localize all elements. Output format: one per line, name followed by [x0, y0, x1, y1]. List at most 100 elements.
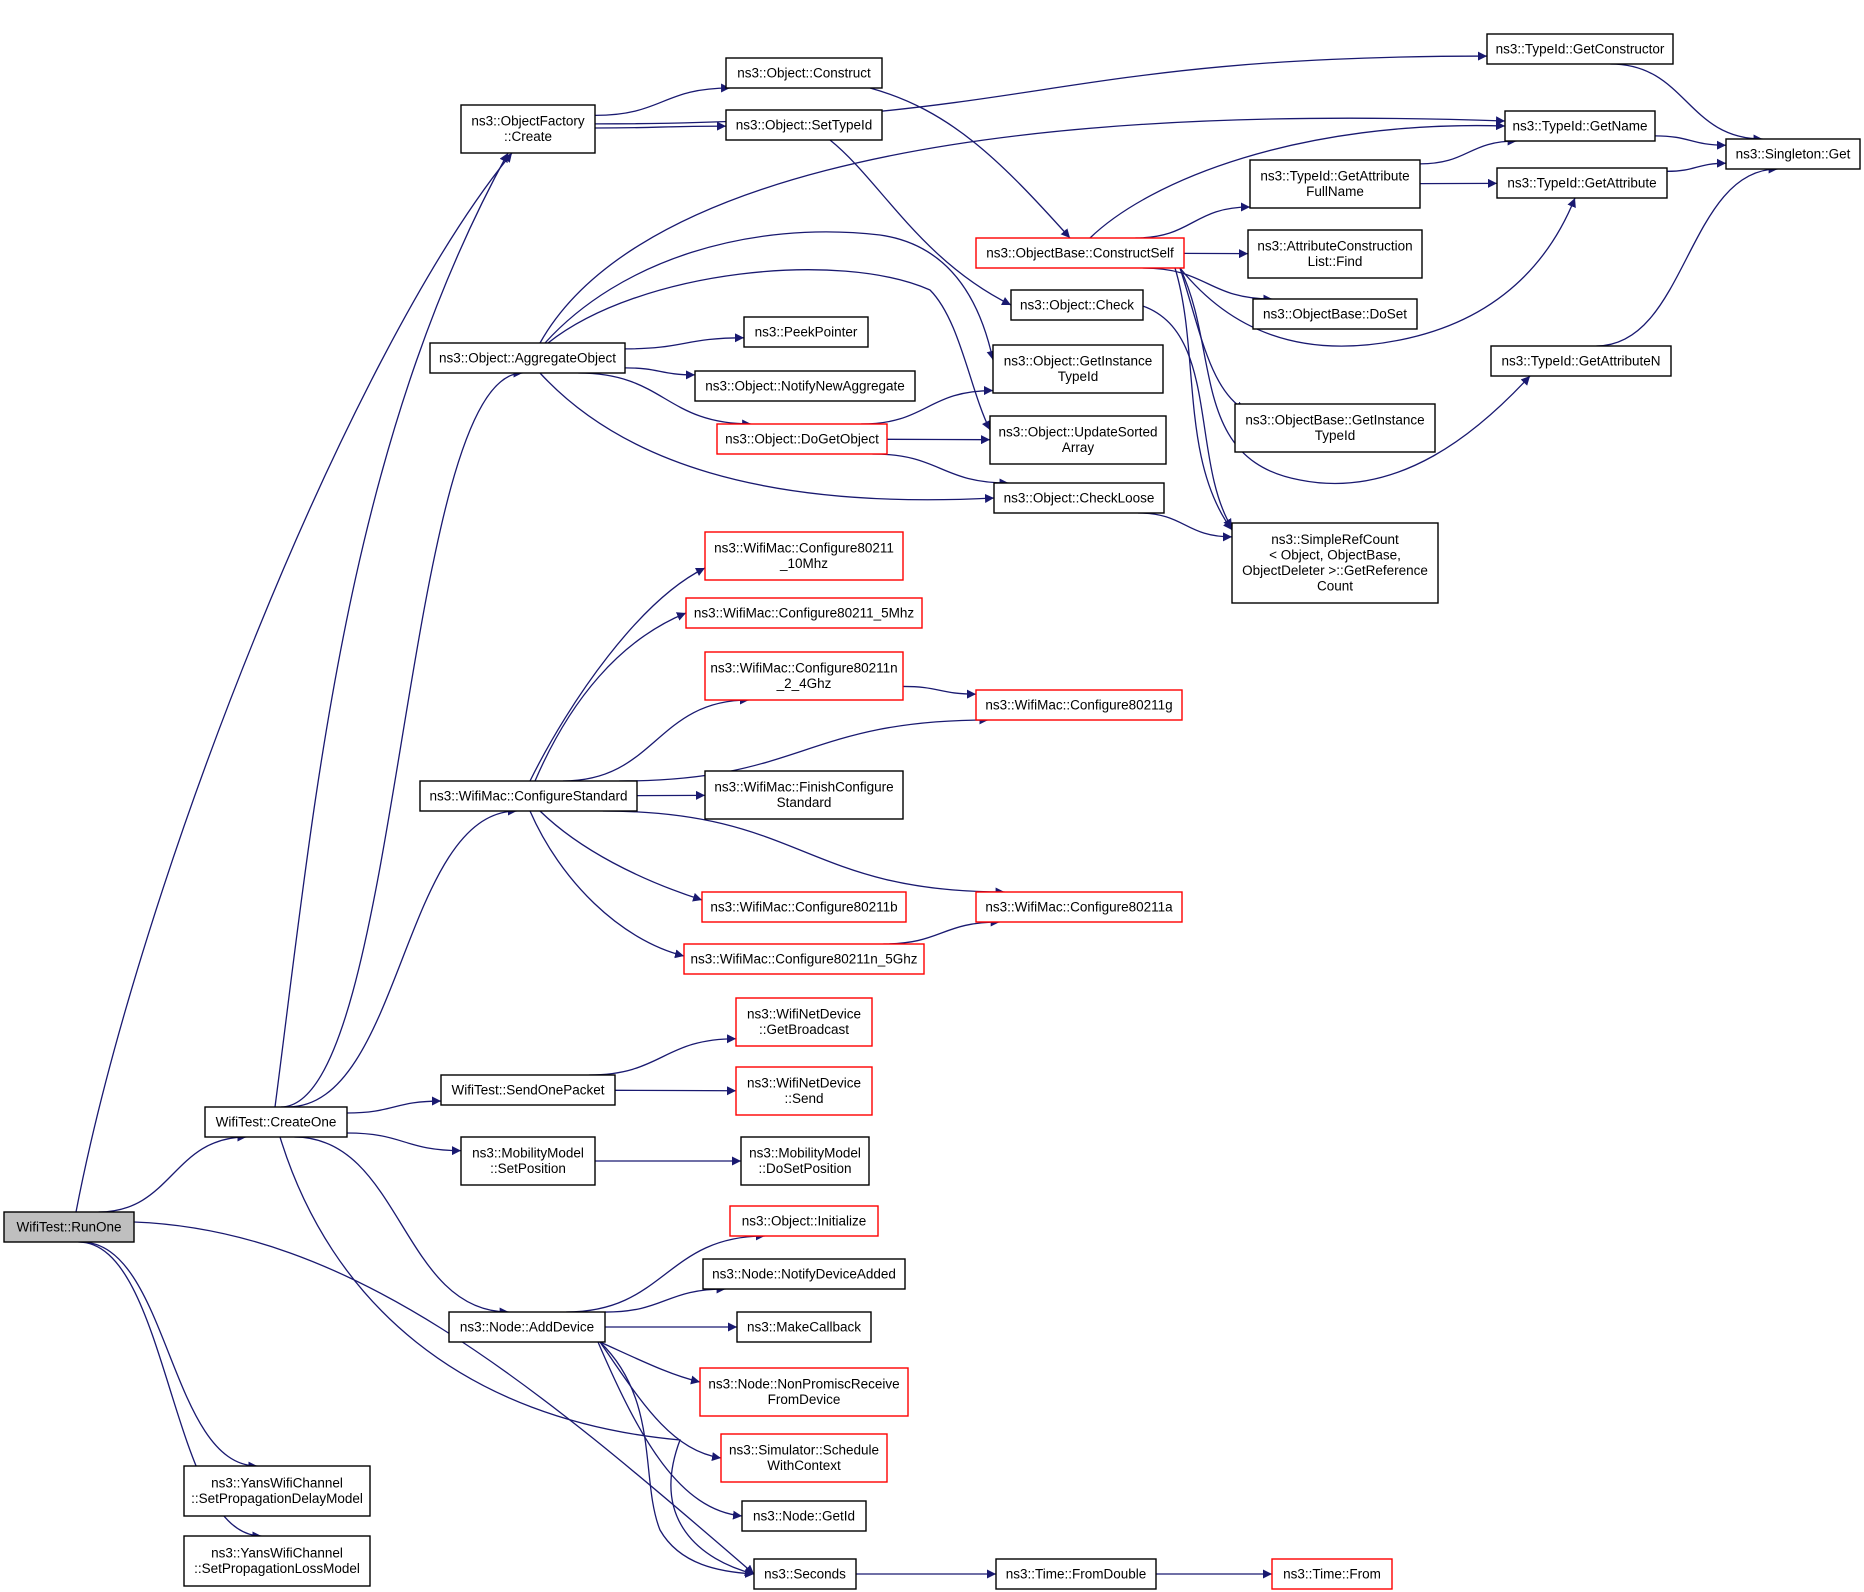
node-box[interactable] — [720, 1433, 888, 1483]
node-box[interactable] — [429, 342, 626, 374]
node-getname[interactable]: ns3::TypeId::GetName — [1504, 110, 1656, 142]
node-configstd[interactable]: ns3::WifiMac::ConfigureStandard — [419, 780, 638, 812]
node-box[interactable] — [3, 1211, 135, 1243]
node-box[interactable] — [992, 344, 1164, 394]
node-box[interactable] — [1010, 289, 1144, 321]
node-ofcreate[interactable]: ns3::ObjectFactory::Create — [460, 104, 596, 154]
node-box[interactable] — [1490, 345, 1672, 377]
node-setloss[interactable]: ns3::YansWifiChannel::SetPropagationLoss… — [183, 1535, 371, 1587]
node-box[interactable] — [183, 1465, 371, 1517]
node-box[interactable] — [1247, 229, 1423, 279]
node-sendone[interactable]: WifiTest::SendOnePacket — [440, 1074, 616, 1106]
node-box[interactable] — [716, 423, 888, 455]
node-box[interactable] — [975, 237, 1185, 269]
node-createone[interactable]: WifiTest::CreateOne — [204, 1106, 348, 1138]
node-box[interactable] — [753, 1558, 857, 1590]
node-getbcast[interactable]: ns3::WifiNetDevice::GetBroadcast — [735, 997, 873, 1047]
node-box[interactable] — [729, 1205, 879, 1237]
node-wndsend[interactable]: ns3::WifiNetDevice::Send — [735, 1066, 873, 1116]
node-cn24[interactable]: ns3::WifiMac::Configure80211n_2_4Ghz — [704, 651, 904, 701]
node-box[interactable] — [741, 1500, 867, 1532]
node-construct[interactable]: ns3::Object::Construct — [725, 57, 883, 89]
node-box[interactable] — [995, 1558, 1157, 1590]
node-cn5[interactable]: ns3::WifiMac::Configure80211n_5Ghz — [683, 943, 925, 975]
node-cb[interactable]: ns3::WifiMac::Configure80211b — [701, 891, 907, 923]
node-box[interactable] — [736, 1311, 872, 1343]
node-box[interactable] — [735, 997, 873, 1047]
node-box[interactable] — [685, 597, 923, 629]
node-box[interactable] — [704, 531, 904, 581]
node-box[interactable] — [704, 651, 904, 701]
node-checkloose[interactable]: ns3::Object::CheckLoose — [993, 482, 1165, 514]
node-box[interactable] — [1725, 138, 1861, 170]
node-box[interactable] — [448, 1311, 606, 1343]
node-ca[interactable]: ns3::WifiMac::Configure80211a — [975, 891, 1183, 923]
node-box[interactable] — [702, 1258, 906, 1290]
node-box[interactable] — [701, 891, 907, 923]
node-box[interactable] — [1231, 522, 1439, 604]
node-box[interactable] — [725, 109, 883, 141]
node-box[interactable] — [993, 482, 1165, 514]
node-getattr[interactable]: ns3::TypeId::GetAttribute — [1496, 167, 1668, 199]
node-box[interactable] — [1486, 33, 1674, 65]
node-dogetobject[interactable]: ns3::Object::DoGetObject — [716, 423, 888, 455]
node-box[interactable] — [1504, 110, 1656, 142]
node-cg[interactable]: ns3::WifiMac::Configure80211g — [975, 689, 1183, 721]
node-box[interactable] — [735, 1066, 873, 1116]
node-objcheck[interactable]: ns3::Object::Check — [1010, 289, 1144, 321]
node-getattrn[interactable]: ns3::TypeId::GetAttributeN — [1490, 345, 1672, 377]
node-settypeid[interactable]: ns3::Object::SetTypeId — [725, 109, 883, 141]
node-makecb[interactable]: ns3::MakeCallback — [736, 1311, 872, 1343]
node-notifyagg[interactable]: ns3::Object::NotifyNewAggregate — [694, 370, 916, 402]
node-box[interactable] — [694, 370, 916, 402]
node-box[interactable] — [1271, 1558, 1393, 1590]
node-box[interactable] — [1249, 159, 1421, 209]
node-box[interactable] — [204, 1106, 348, 1138]
node-adddevice[interactable]: ns3::Node::AddDevice — [448, 1311, 606, 1343]
node-simplerefcount[interactable]: ns3::SimpleRefCount< Object, ObjectBase,… — [1231, 522, 1439, 604]
node-setdelay[interactable]: ns3::YansWifiChannel::SetPropagationDela… — [183, 1465, 371, 1517]
node-box[interactable] — [699, 1367, 909, 1417]
node-box[interactable] — [1496, 167, 1668, 199]
node-mmdoset[interactable]: ns3::MobilityModel::DoSetPosition — [740, 1136, 870, 1186]
node-peek[interactable]: ns3::PeekPointer — [743, 316, 869, 348]
node-box[interactable] — [989, 415, 1167, 465]
node-aggregate[interactable]: ns3::Object::AggregateObject — [429, 342, 626, 374]
node-box[interactable] — [725, 57, 883, 89]
node-getid[interactable]: ns3::Node::GetId — [741, 1500, 867, 1532]
node-mmsetpos[interactable]: ns3::MobilityModel::SetPosition — [460, 1136, 596, 1186]
node-doset[interactable]: ns3::ObjectBase::DoSet — [1252, 298, 1418, 330]
node-runone[interactable]: WifiTest::RunOne — [3, 1211, 135, 1243]
node-box[interactable] — [683, 943, 925, 975]
node-box[interactable] — [743, 316, 869, 348]
node-c10mhz[interactable]: ns3::WifiMac::Configure80211_10Mhz — [704, 531, 904, 581]
node-seconds[interactable]: ns3::Seconds — [753, 1558, 857, 1590]
node-objinit[interactable]: ns3::Object::Initialize — [729, 1205, 879, 1237]
node-box[interactable] — [1234, 403, 1436, 453]
node-box[interactable] — [1252, 298, 1418, 330]
node-box[interactable] — [460, 104, 596, 154]
node-getctor[interactable]: ns3::TypeId::GetConstructor — [1486, 33, 1674, 65]
node-box[interactable] — [183, 1535, 371, 1587]
node-constructself[interactable]: ns3::ObjectBase::ConstructSelf — [975, 237, 1185, 269]
node-box[interactable] — [460, 1136, 596, 1186]
node-c5mhz[interactable]: ns3::WifiMac::Configure80211_5Mhz — [685, 597, 923, 629]
node-fromdouble[interactable]: ns3::Time::FromDouble — [995, 1558, 1157, 1590]
node-box[interactable] — [975, 689, 1183, 721]
node-timefrom[interactable]: ns3::Time::From — [1271, 1558, 1393, 1590]
node-box[interactable] — [704, 770, 904, 820]
node-box[interactable] — [419, 780, 638, 812]
node-box[interactable] — [440, 1074, 616, 1106]
node-box[interactable] — [975, 891, 1183, 923]
node-notifydev[interactable]: ns3::Node::NotifyDeviceAdded — [702, 1258, 906, 1290]
node-singleton[interactable]: ns3::Singleton::Get — [1725, 138, 1861, 170]
node-box[interactable] — [740, 1136, 870, 1186]
